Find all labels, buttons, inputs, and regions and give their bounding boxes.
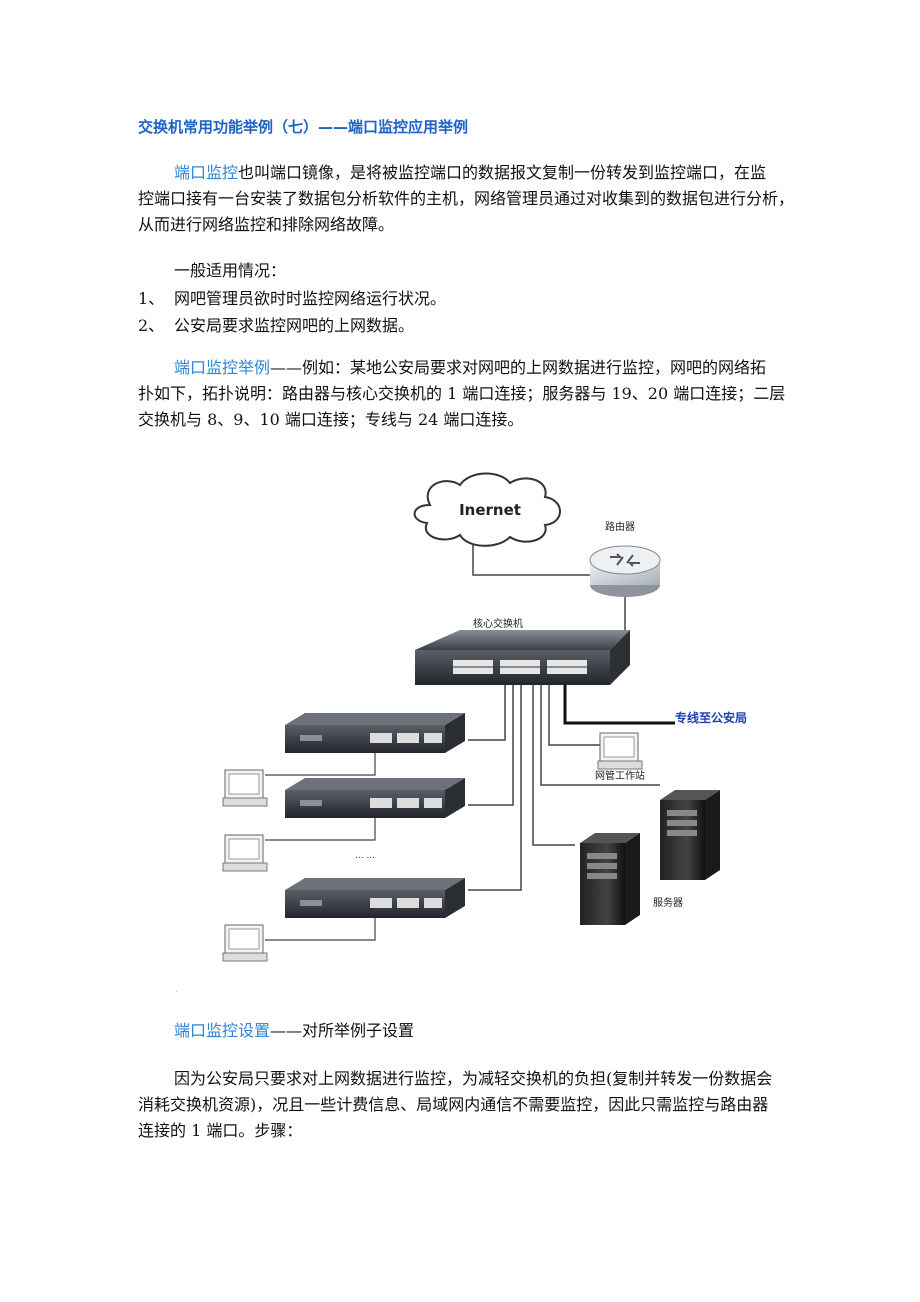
server-label: 服务器 bbox=[653, 896, 683, 909]
ellipsis-label: ... ... bbox=[355, 851, 375, 861]
list-item: 2、公安局要求监控网吧的上网数据。 bbox=[138, 312, 414, 336]
access-switch-icon bbox=[285, 713, 465, 753]
intro-line-2: 控端口接有一台安装了数据包分析软件的主机，网络管理员通过对收集到的数据包进行分析… bbox=[138, 189, 795, 208]
list-item: 1、网吧管理员欲时时监控网络运行状况。 bbox=[138, 285, 446, 309]
setup-text: ——对所举例子设置 bbox=[270, 1021, 415, 1040]
access-switch-icon bbox=[285, 878, 465, 918]
reason-line-2: 消耗交换机资源)，况且一些计费信息、局域网内通信不需要监控，因此只需监控与路由器 bbox=[138, 1095, 769, 1114]
example-paragraph: 端口监控举例——例如：某地公安局要求对网吧的上网数据进行监控，网吧的网络拓 扑如… bbox=[138, 355, 788, 433]
network-topology-diagram: Inernet 路由器 核心交换机 bbox=[222, 472, 747, 962]
port-monitor-settings-link[interactable]: 端口监控设置 bbox=[174, 1021, 271, 1040]
core-switch-label: 核心交换机 bbox=[473, 617, 523, 630]
intro-line-3: 从而进行网络监控和排除网络故障。 bbox=[138, 215, 395, 234]
decorative-dot: . bbox=[175, 985, 178, 994]
router-icon bbox=[589, 545, 661, 597]
example-line-1: ——例如：某地公安局要求对网吧的上网数据进行监控，网吧的网络拓 bbox=[270, 358, 767, 377]
core-switch-icon bbox=[415, 630, 630, 685]
reason-line-1: 因为公安局只要求对上网数据进行监控，为减轻交换机的负担(复制并转发一份数据会 bbox=[174, 1069, 773, 1088]
computer-icon bbox=[222, 769, 268, 807]
reason-line-3: 连接的 1 端口。步骤： bbox=[138, 1121, 303, 1140]
intro-paragraph: 端口监控也叫端口镜像，是将被监控端口的数据报文复制一份转发到监控端口，在监 控端… bbox=[138, 160, 795, 238]
document-title: 交换机常用功能举例（七）——端口监控应用举例 bbox=[138, 118, 469, 136]
port-monitor-link[interactable]: 端口监控 bbox=[174, 163, 239, 182]
list-number: 1、 bbox=[138, 289, 165, 308]
server-icon bbox=[580, 833, 640, 925]
workstation-icon bbox=[597, 732, 643, 770]
computer-icon bbox=[222, 924, 268, 962]
list-number: 2、 bbox=[138, 316, 165, 335]
list-text: 网吧管理员欲时时监控网络运行状况。 bbox=[174, 289, 447, 308]
connection-lines bbox=[468, 685, 660, 891]
port-monitor-example-link[interactable]: 端口监控举例 bbox=[174, 358, 271, 377]
server-icon bbox=[660, 790, 720, 880]
access-switch-icon bbox=[285, 778, 465, 818]
workstation-label: 网管工作站 bbox=[595, 769, 645, 782]
computer-icon bbox=[222, 834, 268, 872]
router-label: 路由器 bbox=[605, 520, 635, 533]
example-line-2: 扑如下，拓扑说明：路由器与核心交换机的 1 端口连接；服务器与 19、20 端口… bbox=[138, 384, 786, 403]
setup-paragraph: 端口监控设置——对所举例子设置 bbox=[138, 1018, 824, 1044]
example-line-3: 交换机与 8、9、10 端口连接；专线与 24 端口连接。 bbox=[138, 410, 524, 429]
usage-heading: 一般适用情况： bbox=[174, 261, 287, 280]
dedicated-line-label: 专线至公安局 bbox=[675, 710, 747, 725]
reason-paragraph: 因为公安局只要求对上网数据进行监控，为减轻交换机的负担(复制并转发一份数据会 消… bbox=[138, 1066, 788, 1144]
internet-cloud: Inernet bbox=[413, 472, 561, 547]
intro-line-1: 也叫端口镜像，是将被监控端口的数据报文复制一份转发到监控端口，在监 bbox=[238, 163, 767, 182]
list-text: 公安局要求监控网吧的上网数据。 bbox=[174, 316, 415, 335]
internet-label: Inernet bbox=[459, 501, 521, 519]
